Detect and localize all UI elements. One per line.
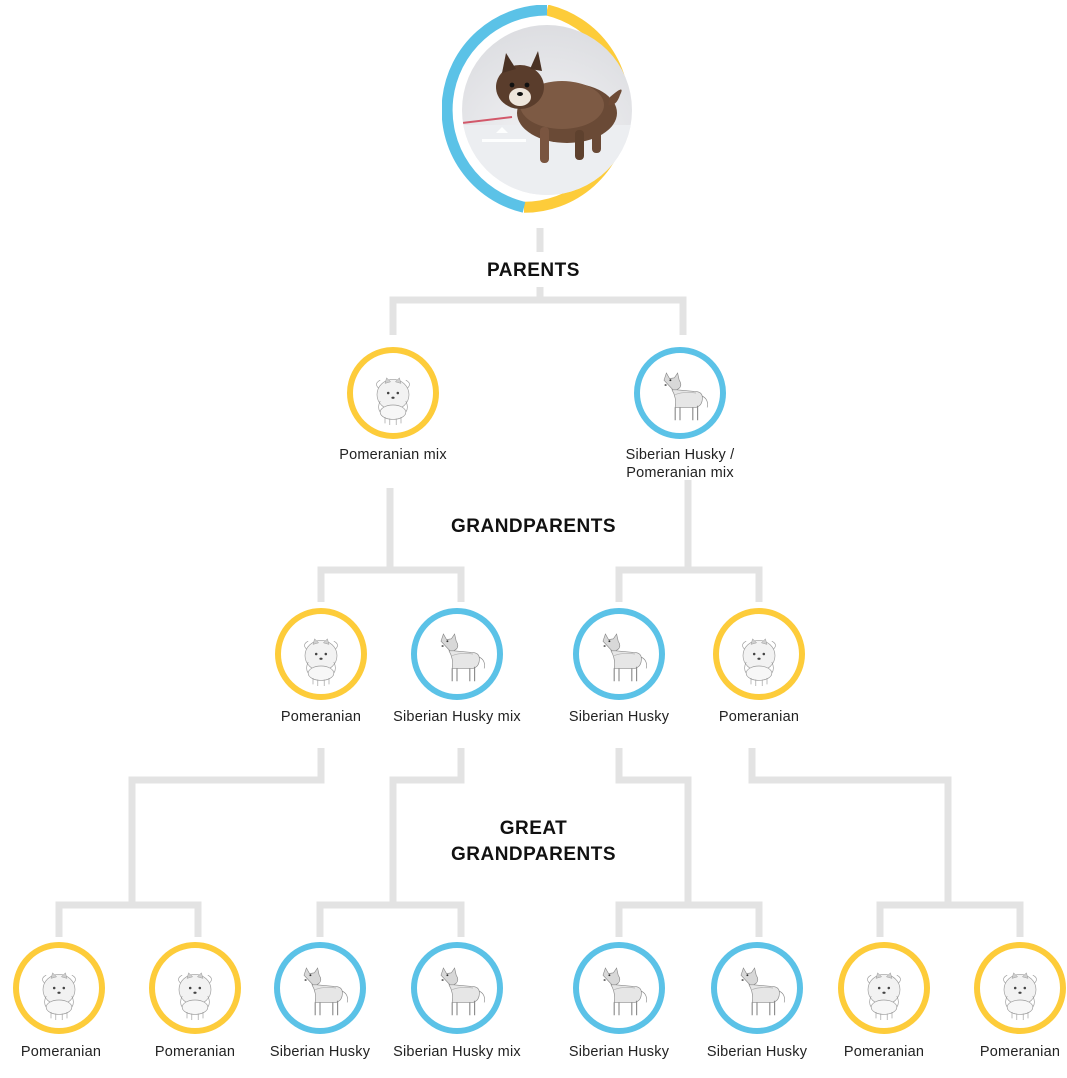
- great_grandparents-node: [974, 942, 1066, 1034]
- pomeranian-icon: [178, 972, 212, 1020]
- siberian-husky-icon: [602, 967, 647, 1016]
- great_grandparents-label: Siberian Husky: [706, 1044, 808, 1060]
- pomsky-puppy-photo: [462, 25, 632, 195]
- subject-ring: [442, 5, 632, 213]
- siberian-husky-icon: [440, 967, 485, 1016]
- grandparents-node: [411, 608, 503, 700]
- great_grandparents-node: [13, 942, 105, 1034]
- grandparents-node: [275, 608, 367, 700]
- grandparents-label: Pomeranian: [280, 709, 362, 725]
- pomeranian-icon: [1003, 972, 1037, 1020]
- great_grandparents-node: [838, 942, 930, 1034]
- great_grandparents-label: Pomeranian: [843, 1044, 925, 1060]
- siberian-husky-icon: [602, 633, 647, 682]
- parents-node: [634, 347, 726, 439]
- connector-line: [128, 748, 325, 905]
- pomeranian-icon: [376, 377, 410, 425]
- connector-line: [748, 748, 952, 905]
- section-title-parents: PARENTS: [487, 260, 580, 281]
- grandparents-label: Siberian Husky mix: [393, 709, 521, 725]
- grandparents-label: Siberian Husky: [568, 709, 670, 725]
- connector-line: [316, 901, 465, 937]
- connector-line: [615, 480, 763, 602]
- siberian-husky-icon: [740, 967, 785, 1016]
- great_grandparents-node: [411, 942, 503, 1034]
- pomeranian-icon: [42, 972, 76, 1020]
- parents-label: Siberian Husky / Pomeranian mix: [625, 447, 735, 481]
- parents-node: [347, 347, 439, 439]
- connector-line: [317, 488, 465, 602]
- great_grandparents-node: [711, 942, 803, 1034]
- subject-portrait: [442, 5, 652, 215]
- great_grandparents-label: Siberian Husky mix: [393, 1044, 521, 1060]
- siberian-husky-icon: [303, 967, 348, 1016]
- pomeranian-icon: [867, 972, 901, 1020]
- great_grandparents-label: Pomeranian: [979, 1044, 1061, 1060]
- section-title-great-grandparents-line2: GRANDPARENTS: [450, 844, 617, 865]
- grandparents-node: [573, 608, 665, 700]
- connector-line: [615, 901, 763, 937]
- siberian-husky-icon: [440, 633, 485, 682]
- great_grandparents-label: Pomeranian: [20, 1044, 102, 1060]
- great_grandparents-label: Pomeranian: [154, 1044, 236, 1060]
- pomeranian-icon: [742, 638, 776, 686]
- connector-line: [389, 287, 687, 335]
- section-title-grandparents: GRANDPARENTS: [450, 516, 617, 537]
- great_grandparents-node: [274, 942, 366, 1034]
- grandparents-node: [713, 608, 805, 700]
- section-title-great-grandparents-line1: GREAT: [499, 818, 568, 839]
- pomeranian-icon: [304, 638, 338, 686]
- siberian-husky-icon: [663, 372, 708, 421]
- great_grandparents-label: Siberian Husky: [269, 1044, 371, 1060]
- connector-line: [876, 901, 1024, 937]
- connector-line: [55, 901, 202, 937]
- parents-label: Pomeranian mix: [339, 447, 447, 463]
- connector-line: [389, 748, 465, 905]
- great_grandparents-label: Siberian Husky: [568, 1044, 670, 1060]
- great_grandparents-node: [149, 942, 241, 1034]
- connector-line: [615, 748, 692, 905]
- great_grandparents-node: [573, 942, 665, 1034]
- grandparents-label: Pomeranian: [718, 709, 800, 725]
